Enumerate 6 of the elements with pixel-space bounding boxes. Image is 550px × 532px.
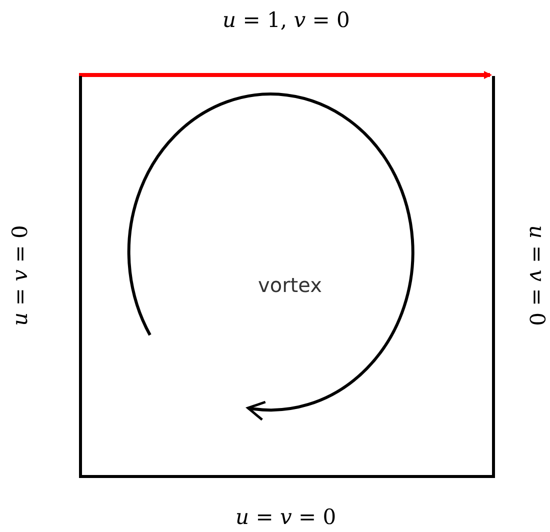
vortex-label: vortex: [258, 275, 322, 295]
boundary-condition-label: u = v = 0: [9, 224, 30, 326]
cavity-box: [79, 76, 495, 478]
boundary-condition-label: u = 1, v = 0: [222, 10, 350, 30]
boundary-condition-label: u = v = 0: [525, 224, 546, 326]
boundary-condition-label: u = v = 0: [236, 506, 336, 528]
